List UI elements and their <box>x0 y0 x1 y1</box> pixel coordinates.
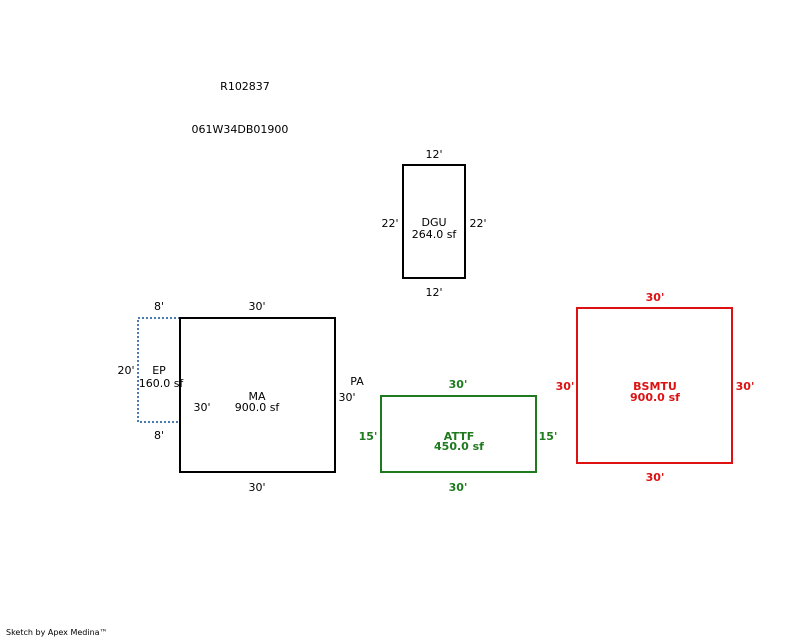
area-attf: ATTF 450.0 sf 30' 30' 15' 15' <box>359 378 558 494</box>
attf-left-dimension: 15' <box>359 430 378 443</box>
ma-area: 900.0 sf <box>235 401 281 414</box>
area-dgu: DGU 264.0 sf 12' 12' 22' 22' <box>381 148 486 299</box>
attf-outline <box>380 395 537 473</box>
ep-bottom-dimension: 8' <box>154 429 164 442</box>
dgu-area: 264.0 sf <box>412 228 458 241</box>
ma-name: MA <box>248 390 265 403</box>
attf-name: ATTF <box>444 430 474 443</box>
attf-area: 450.0 sf <box>434 440 484 453</box>
area-ma: MA 900.0 sf 30' 30' 30' 30' PA <box>179 300 364 494</box>
ep-outline <box>137 317 180 423</box>
bsmtu-bottom-dimension: 30' <box>646 471 665 484</box>
bsmtu-area: 900.0 sf <box>630 391 680 404</box>
dgu-left-dimension: 22' <box>381 217 398 230</box>
area-ep: EP 160.0 sf 8' 8' 20' <box>117 300 184 442</box>
ma-left-dimension: 30' <box>193 401 210 414</box>
attf-right-dimension: 15' <box>539 430 558 443</box>
bsmtu-right-dimension: 30' <box>736 380 755 393</box>
bsmtu-top-dimension: 30' <box>646 291 665 304</box>
attf-bottom-dimension: 30' <box>449 481 468 494</box>
bsmtu-left-dimension: 30' <box>556 380 575 393</box>
attf-top-dimension: 30' <box>449 378 468 391</box>
ep-left-dimension: 20' <box>117 364 134 377</box>
ma-right-dimension: 30' <box>338 391 355 404</box>
ep-name: EP <box>152 364 166 377</box>
bsmtu-outline <box>576 307 733 464</box>
sketch-credit: Sketch by Apex Medina™ <box>6 628 108 637</box>
ma-bottom-dimension: 30' <box>248 481 265 494</box>
ep-area: 160.0 sf <box>139 377 185 390</box>
dgu-outline <box>402 164 466 279</box>
pa-label: PA <box>350 375 364 388</box>
dgu-bottom-dimension: 12' <box>425 286 442 299</box>
ma-outline <box>179 317 336 473</box>
dgu-name: DGU <box>421 216 446 229</box>
bsmtu-name: BSMTU <box>633 380 677 393</box>
dgu-right-dimension: 22' <box>469 217 486 230</box>
ep-top-dimension: 8' <box>154 300 164 313</box>
ma-top-dimension: 30' <box>248 300 265 313</box>
dgu-top-dimension: 12' <box>425 148 442 161</box>
area-bsmtu: BSMTU 900.0 sf 30' 30' 30' 30' <box>556 291 755 484</box>
account-number: R102837 <box>220 80 270 93</box>
parcel-number: 061W34DB01900 <box>192 123 289 136</box>
